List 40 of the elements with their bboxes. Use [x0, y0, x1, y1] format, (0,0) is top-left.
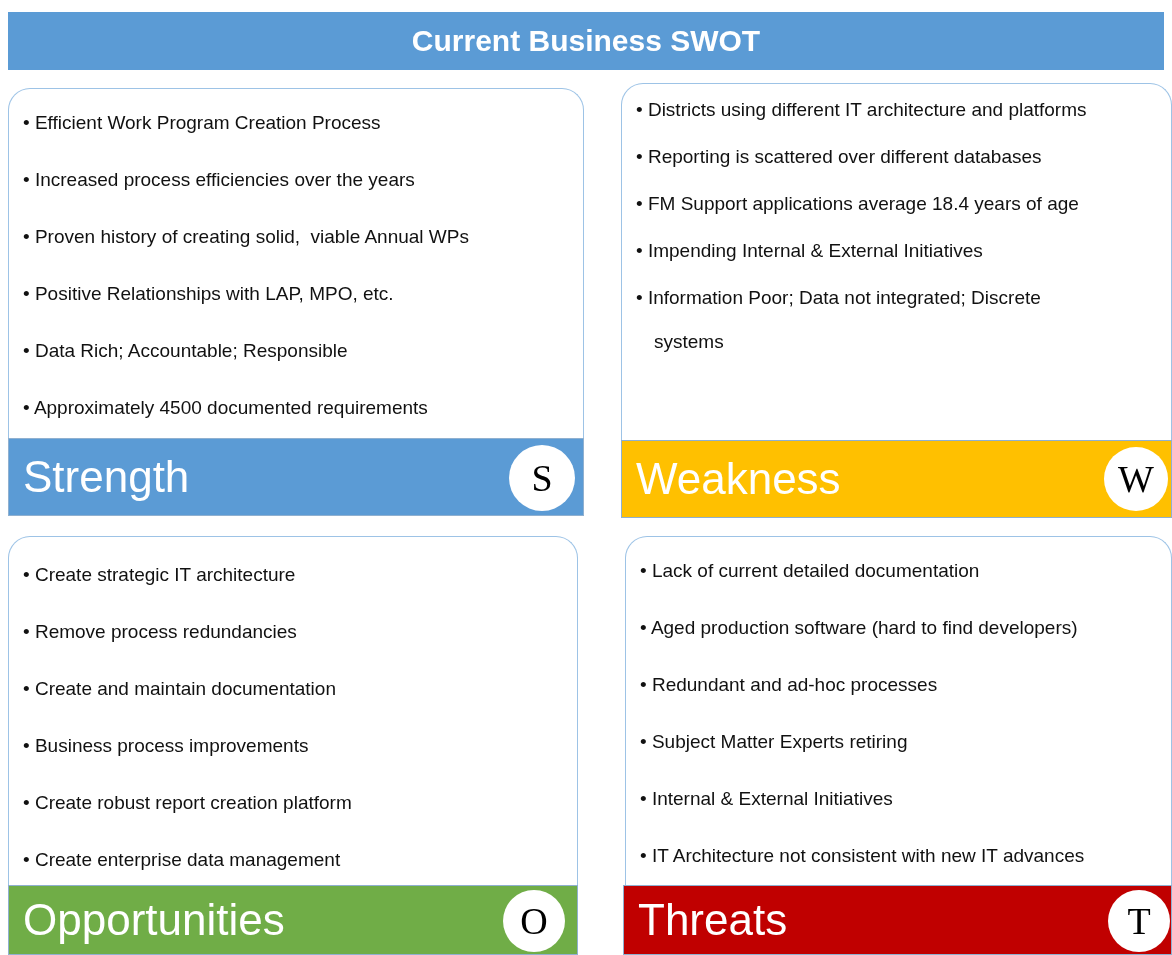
- bullet-text: • Create robust report creation platform: [23, 791, 353, 815]
- letter-circle: O: [503, 890, 565, 952]
- header-band: [621, 440, 1172, 518]
- bullet-text: • Information Poor; Data not integrated; Discrete systems: [636, 286, 1042, 354]
- bullet-text: • Data Rich; Accountable; Responsible: [23, 339, 349, 363]
- bullet-text: • Efficient Work Program Creation Process: [23, 111, 382, 135]
- quadrant-heading: Opportunities: [23, 895, 285, 945]
- header-band: [623, 885, 1172, 955]
- quadrant-heading: Strength: [23, 452, 190, 502]
- bullet-text: • Districts using different IT architecture and platforms: [636, 98, 1088, 122]
- quadrant-heading: Threats: [638, 895, 788, 945]
- quadrant-card: [8, 536, 578, 885]
- header-band: [8, 438, 584, 516]
- bullet-text: • Increased process efficiencies over the years: [23, 168, 416, 192]
- bullet-text: • Reporting is scattered over different databases: [636, 145, 1043, 169]
- bullet-text: • Business process improvements: [23, 734, 310, 758]
- title-banner: Current Business SWOT: [8, 12, 1164, 70]
- bullet-text: • Impending Internal & External Initiatives: [636, 239, 984, 263]
- bullet-text: • Internal & External Initiatives: [640, 787, 894, 811]
- bullet-text: • Proven history of creating solid, viable Annual WPs: [23, 225, 470, 249]
- bullet-text: • Approximately 4500 documented requirements: [23, 396, 429, 420]
- quadrant-card: [621, 83, 1172, 440]
- header-band: [8, 885, 578, 955]
- bullet-text: • Redundant and ad-hoc processes: [640, 673, 939, 697]
- bullet-text: • Create strategic IT architecture: [23, 563, 297, 587]
- quadrant-card: [625, 536, 1172, 885]
- bullet-text: • Subject Matter Experts retiring: [640, 730, 909, 754]
- letter-circle: W: [1104, 447, 1168, 511]
- bullet-text: • IT Architecture not consistent with new IT advances: [640, 844, 1086, 868]
- bullet-text: • Create and maintain documentation: [23, 677, 337, 701]
- bullet-text: • Positive Relationships with LAP, MPO, etc.: [23, 282, 395, 306]
- bullet-text: • Remove process redundancies: [23, 620, 298, 644]
- letter-circle: S: [509, 445, 575, 511]
- quadrant-heading: Weakness: [636, 454, 841, 504]
- bullet-text: • FM Support applications average 18.4 years of age: [636, 192, 1080, 216]
- letter-circle: T: [1108, 890, 1170, 952]
- bullet-text: • Create enterprise data management: [23, 848, 342, 872]
- bullet-text: • Aged production software (hard to find developers): [640, 616, 1079, 640]
- quadrant-card: [8, 88, 584, 440]
- bullet-text: • Lack of current detailed documentation: [640, 559, 981, 583]
